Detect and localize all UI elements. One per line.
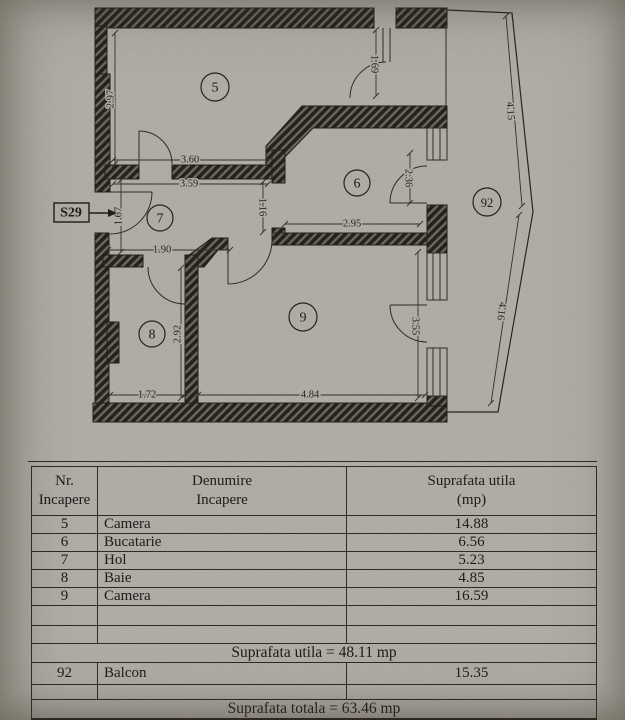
cell-name: Balcon <box>97 662 347 685</box>
entry-label: S29 <box>60 206 82 221</box>
wall-room5-hall <box>171 164 273 180</box>
balcony-row: 92 Balcon 15.35 <box>31 662 597 685</box>
wall-kitchen-room9 <box>271 232 428 246</box>
table-row: 9 Camera 16.59 <box>31 587 597 606</box>
dim-room9-door-span: 3.55 <box>410 317 421 335</box>
cell-name: Camera <box>97 587 347 606</box>
dim-bath-height: 2.92 <box>173 325 184 343</box>
cell-nr: 7 <box>31 551 98 570</box>
wall-left-bump <box>106 321 120 364</box>
cell-name: Hol <box>97 551 347 570</box>
wall-right-low <box>426 395 448 407</box>
wall-hall-bottom-stub <box>102 254 144 268</box>
wall-room5-stub <box>104 164 140 180</box>
door-bath <box>147 266 186 305</box>
dim-top-door: 1.69 <box>369 55 380 73</box>
wall-bottom <box>92 402 448 423</box>
dim-kitchen-door: 2.36 <box>403 169 414 187</box>
dim-bath-width: 1.72 <box>138 390 156 401</box>
entry-label-group: S29 <box>53 202 117 223</box>
svg-text:92: 92 <box>481 196 494 210</box>
cell-nr: 6 <box>31 533 98 552</box>
dim-kitchen-width: 2.95 <box>343 219 361 230</box>
dimensions: 2.97 3.60 3.59 1.67 1.90 1.16 1.69 <box>104 12 526 407</box>
dim-balcony-upper: 4.15 <box>504 101 516 120</box>
table-row: 7 Hol 5.23 <box>31 551 597 570</box>
cell-area: 16.59 <box>346 587 597 606</box>
subtotal-row: Suprafata utila = 48.11 mp <box>31 643 597 663</box>
svg-text:8: 8 <box>149 328 156 343</box>
window-kitchen <box>426 127 448 161</box>
cell-area: 6.56 <box>346 533 597 552</box>
total-label: Suprafata totala = 63.46 mp <box>31 699 597 720</box>
room-circle-7: 7 <box>146 204 174 232</box>
header-suprafata: Suprafata utila(mp) <box>346 466 597 516</box>
svg-text:7: 7 <box>157 212 164 227</box>
wall-top-left <box>94 7 375 29</box>
dim-room5-width: 3.60 <box>181 155 199 166</box>
cell-nr: 5 <box>31 515 98 534</box>
svg-text:5: 5 <box>212 81 219 96</box>
table-row: 8 Baie 4.85 <box>31 569 597 588</box>
svg-text:9: 9 <box>300 311 307 326</box>
window-room9-upper <box>426 252 448 301</box>
window-room9-lower <box>426 347 448 397</box>
dim-balcony-lower: 4.16 <box>494 301 507 321</box>
empty-row <box>31 625 597 644</box>
wall-bath-room9 <box>184 254 199 404</box>
room-circle-9: 9 <box>288 302 318 332</box>
room-circle-5: 5 <box>200 72 230 102</box>
cell-name: Camera <box>97 515 347 534</box>
dim-entry: 1.67 <box>114 207 125 225</box>
dim-hall-width: 1.90 <box>153 245 171 256</box>
subtotal-label: Suprafata utila = 48.11 mp <box>31 643 597 663</box>
wall-right-mid <box>426 204 448 254</box>
wall-top-right <box>395 7 448 29</box>
dim-hall-top-width: 3.59 <box>180 179 198 190</box>
walls <box>92 7 448 423</box>
svg-text:6: 6 <box>354 177 361 192</box>
table-row: 6 Bucatarie 6.56 <box>31 533 597 552</box>
cell-area: 14.88 <box>346 515 597 534</box>
room-circle-92: 92 <box>472 187 502 217</box>
cell-nr: 92 <box>31 662 98 685</box>
room-circle-6: 6 <box>343 169 371 197</box>
door-hall-room9 <box>227 239 273 285</box>
cell-name: Baie <box>97 569 347 588</box>
balcony-outline <box>445 9 534 413</box>
table-row: 5 Camera 14.88 <box>31 515 597 534</box>
empty-row <box>31 605 597 626</box>
total-row: Suprafata totala = 63.46 mp <box>31 699 597 720</box>
cell-area: 15.35 <box>346 662 597 685</box>
room-circle-8: 8 <box>138 320 166 348</box>
cell-area: 5.23 <box>346 551 597 570</box>
wall-kitchen-top <box>265 105 448 166</box>
header-nr-incapere: Nr.Incapere <box>31 466 98 516</box>
empty-row <box>31 684 597 700</box>
dim-room9-width: 4.84 <box>301 390 320 401</box>
cell-name: Bucatarie <box>97 533 347 552</box>
wall-kitchen-left <box>271 149 286 184</box>
floor-plan-drawing: 2.97 3.60 3.59 1.67 1.90 1.16 1.69 <box>53 7 534 423</box>
dim-room5-height: 2.97 <box>106 90 117 108</box>
cell-nr: 9 <box>31 587 98 606</box>
dim-hall-passage: 1.16 <box>257 198 268 216</box>
table-top-rule <box>28 461 597 462</box>
cell-nr: 8 <box>31 569 98 588</box>
cell-area: 4.85 <box>346 569 597 588</box>
wall-left-upper <box>94 25 108 77</box>
